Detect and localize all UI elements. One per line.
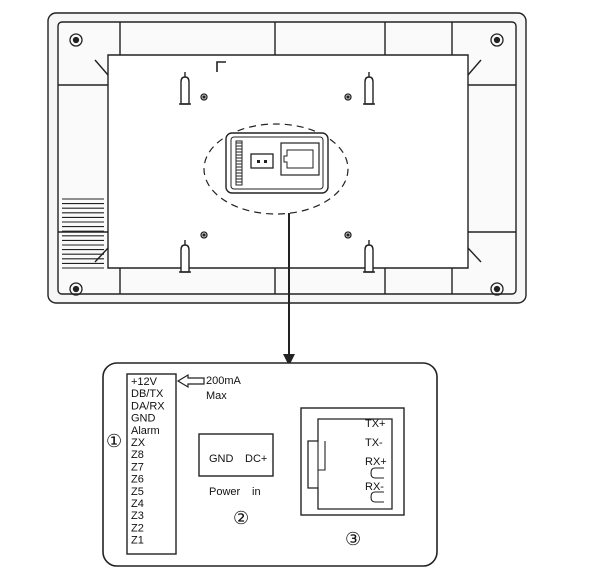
mini-terminal-strip	[235, 140, 243, 186]
terminal-pin-label: Z7	[131, 461, 144, 473]
terminal-pin-label: Z5	[131, 486, 144, 498]
terminal-pin-label: GND	[131, 413, 156, 425]
terminal-pin-label: Z1	[131, 535, 144, 547]
terminal-pin-label: Z6	[131, 474, 144, 486]
rj45-pin-rxminus: RX-	[365, 481, 384, 493]
power-connector-body	[198, 433, 274, 477]
keyhole-slots	[179, 72, 375, 273]
mini-terminal-block	[235, 140, 243, 186]
terminal-pin-label: Z3	[131, 510, 144, 522]
screw-hole-icon	[344, 93, 352, 101]
arrow-left-icon	[176, 373, 205, 389]
power-caption-word-2: in	[252, 486, 261, 498]
screw-hole-icon	[490, 33, 504, 47]
connector-cluster	[203, 123, 349, 215]
bottom-ribs	[119, 268, 453, 294]
screw-hole-icon	[69, 33, 83, 47]
screw-hole-icon	[490, 282, 504, 296]
mini-power-pin	[257, 160, 260, 163]
screw-hole-icon	[200, 93, 208, 101]
rj45-contact-hooks	[370, 467, 384, 503]
power-caption-word-1: Power	[209, 486, 241, 498]
mini-power-pin	[264, 160, 267, 163]
terminal-strip	[126, 373, 177, 555]
keyhole-slot-icon	[179, 72, 191, 105]
rj45-contacts	[317, 441, 326, 488]
power-pin-gnd: GND	[209, 453, 234, 465]
current-rating: 200mA	[206, 375, 242, 387]
terminal-pin-label: Z8	[131, 449, 144, 461]
mini-rj45-opening	[283, 149, 314, 169]
keyhole-slot-icon	[363, 72, 375, 105]
rj45-pin-txplus: TX+	[365, 418, 385, 430]
keyhole-slot-icon	[179, 240, 191, 273]
plate-chamfers	[94, 59, 482, 263]
rj45-housing	[300, 407, 405, 516]
highlight-ellipse	[203, 123, 349, 215]
screw-hole-icon	[69, 282, 83, 296]
terminal-pin-label: +12V	[131, 376, 158, 388]
keyhole-slot-icon	[363, 240, 375, 273]
power-connector: GND DC+ Power in ②	[198, 433, 274, 528]
vent-grille-icon	[62, 198, 104, 269]
leader-arrow	[283, 213, 295, 366]
orientation-mark	[216, 61, 226, 72]
current-rating-max: Max	[206, 390, 227, 402]
power-pin-dcplus: DC+	[245, 453, 267, 465]
callout-power-connector: ②	[233, 508, 249, 528]
screw-hole-icon	[200, 231, 208, 239]
rj45-pin-rxplus: RX+	[365, 456, 387, 468]
callout-terminal-block: ①	[106, 431, 122, 451]
terminal-pin-label: DA/RX	[131, 400, 165, 412]
terminal-pin-label: Z2	[131, 522, 144, 534]
screw-hole-icon	[344, 231, 352, 239]
top-ribs	[119, 22, 453, 55]
side-ribs	[58, 84, 516, 233]
rj45-port: TX+ TX- RX+ RX- ③	[300, 407, 405, 549]
terminal-pin-label: ZX	[131, 437, 146, 449]
terminal-pin-label: Alarm	[131, 425, 160, 437]
mini-power-connector	[250, 153, 274, 169]
corner-screws	[69, 33, 504, 296]
terminal-pin-label: Z4	[131, 498, 144, 510]
connector-inner-frame	[230, 136, 324, 190]
rj45-pin-txminus: TX-	[365, 437, 383, 449]
terminal-block: +12VDB/TXDA/RXGNDAlarmZXZ8Z7Z6Z5Z4Z3Z2Z1…	[106, 373, 242, 555]
callout-rj45-port: ③	[345, 529, 361, 549]
arrow-down-icon	[283, 354, 295, 366]
terminal-pin-label: DB/TX	[131, 388, 164, 400]
